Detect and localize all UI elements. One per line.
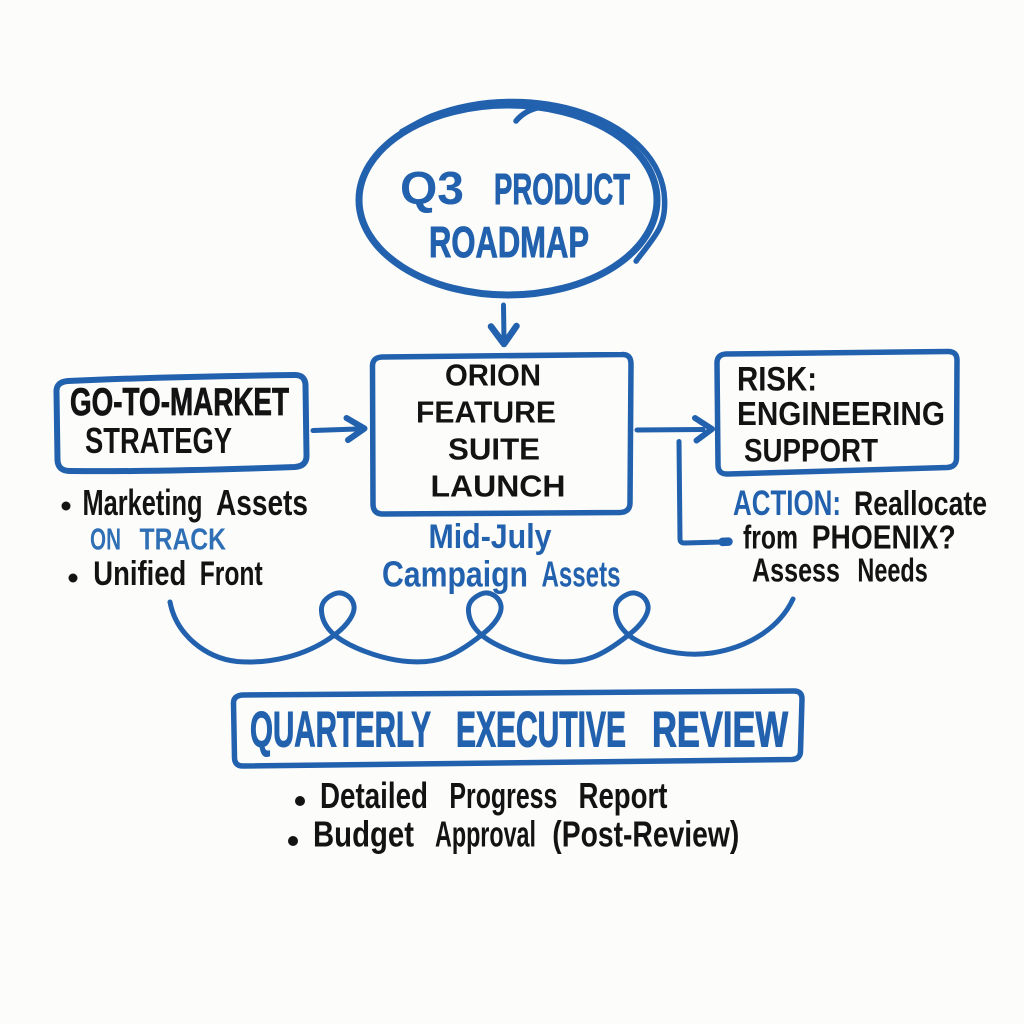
svg-text:Campaign: Campaign [382, 554, 528, 595]
svg-text:Approval: Approval [435, 814, 536, 855]
svg-text:Detailed: Detailed [320, 775, 428, 816]
svg-text:Unified: Unified [93, 555, 186, 593]
svg-text:QUARTERLY: QUARTERLY [250, 702, 431, 758]
svg-text:Progress: Progress [449, 775, 557, 816]
svg-text:ORION: ORION [445, 358, 541, 393]
svg-text:ON: ON [90, 522, 121, 557]
svg-text:ENGINEERING: ENGINEERING [737, 395, 945, 432]
svg-text:SUPPORT: SUPPORT [744, 433, 878, 469]
svg-text:(Post-Review): (Post-Review) [552, 814, 739, 855]
svg-text:REVIEW: REVIEW [652, 702, 789, 758]
svg-text:RISK:: RISK: [737, 361, 817, 399]
svg-text:Q3: Q3 [400, 162, 464, 214]
svg-text:Report: Report [579, 775, 668, 816]
svg-text:Budget: Budget [313, 814, 414, 855]
svg-text:Needs: Needs [857, 552, 927, 589]
svg-text:TRACK: TRACK [140, 522, 227, 557]
svg-text:STRATEGY: STRATEGY [85, 420, 232, 461]
svg-text:PRODUCT: PRODUCT [494, 165, 630, 214]
svg-text:Assets: Assets [216, 482, 308, 523]
svg-text:Front: Front [200, 555, 263, 593]
svg-text:PHOENIX?: PHOENIX? [812, 518, 956, 555]
svg-text:from: from [743, 518, 798, 555]
svg-text:EXECUTIVE: EXECUTIVE [456, 702, 626, 758]
svg-text:Assess: Assess [752, 552, 840, 589]
svg-text:LAUNCH: LAUNCH [431, 469, 566, 504]
svg-text:GO-TO-MARKET: GO-TO-MARKET [70, 381, 289, 424]
svg-text:Marketing: Marketing [83, 482, 203, 523]
svg-text:FEATURE: FEATURE [416, 395, 556, 430]
svg-text:ROADMAP: ROADMAP [429, 218, 589, 267]
svg-text:Reallocate: Reallocate [854, 485, 987, 523]
svg-text:Mid-July: Mid-July [429, 518, 552, 556]
svg-text:SUITE: SUITE [448, 432, 540, 467]
svg-text:ACTION:: ACTION: [733, 484, 841, 523]
svg-text:Assets: Assets [542, 554, 621, 595]
